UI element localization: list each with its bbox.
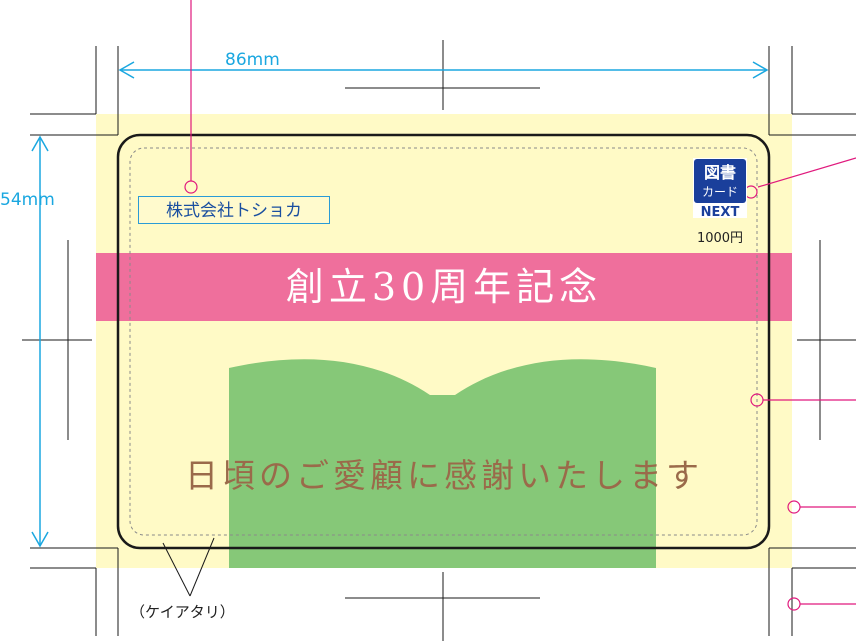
card-outline — [116, 133, 771, 550]
margin-note-pointer — [162, 537, 215, 597]
anniversary-title: 創立30周年記念 — [285, 265, 603, 309]
safe-area-line — [129, 147, 758, 536]
height-dimension — [31, 135, 49, 548]
company-label: 株式会社トショカ — [138, 196, 330, 224]
crop-marks — [22, 40, 856, 641]
tosho-card-next-logo: 図書 カード NEXT — [693, 158, 747, 220]
logo-line2: カード — [702, 185, 738, 199]
height-label: 54mm — [0, 190, 55, 210]
callout-lines — [184, 0, 856, 611]
margin-note: （ケイアタリ） — [130, 603, 235, 621]
logo-line3: NEXT — [701, 205, 740, 218]
price-label: 1000円 — [696, 231, 744, 246]
thanks-message: 日頃のご愛顧に感謝いたします — [185, 456, 703, 495]
logo-line1: 図書 — [704, 163, 736, 182]
width-dimension — [118, 61, 769, 79]
banner — [96, 253, 792, 321]
width-label: 86mm — [225, 50, 280, 70]
book-illustration — [229, 359, 656, 568]
